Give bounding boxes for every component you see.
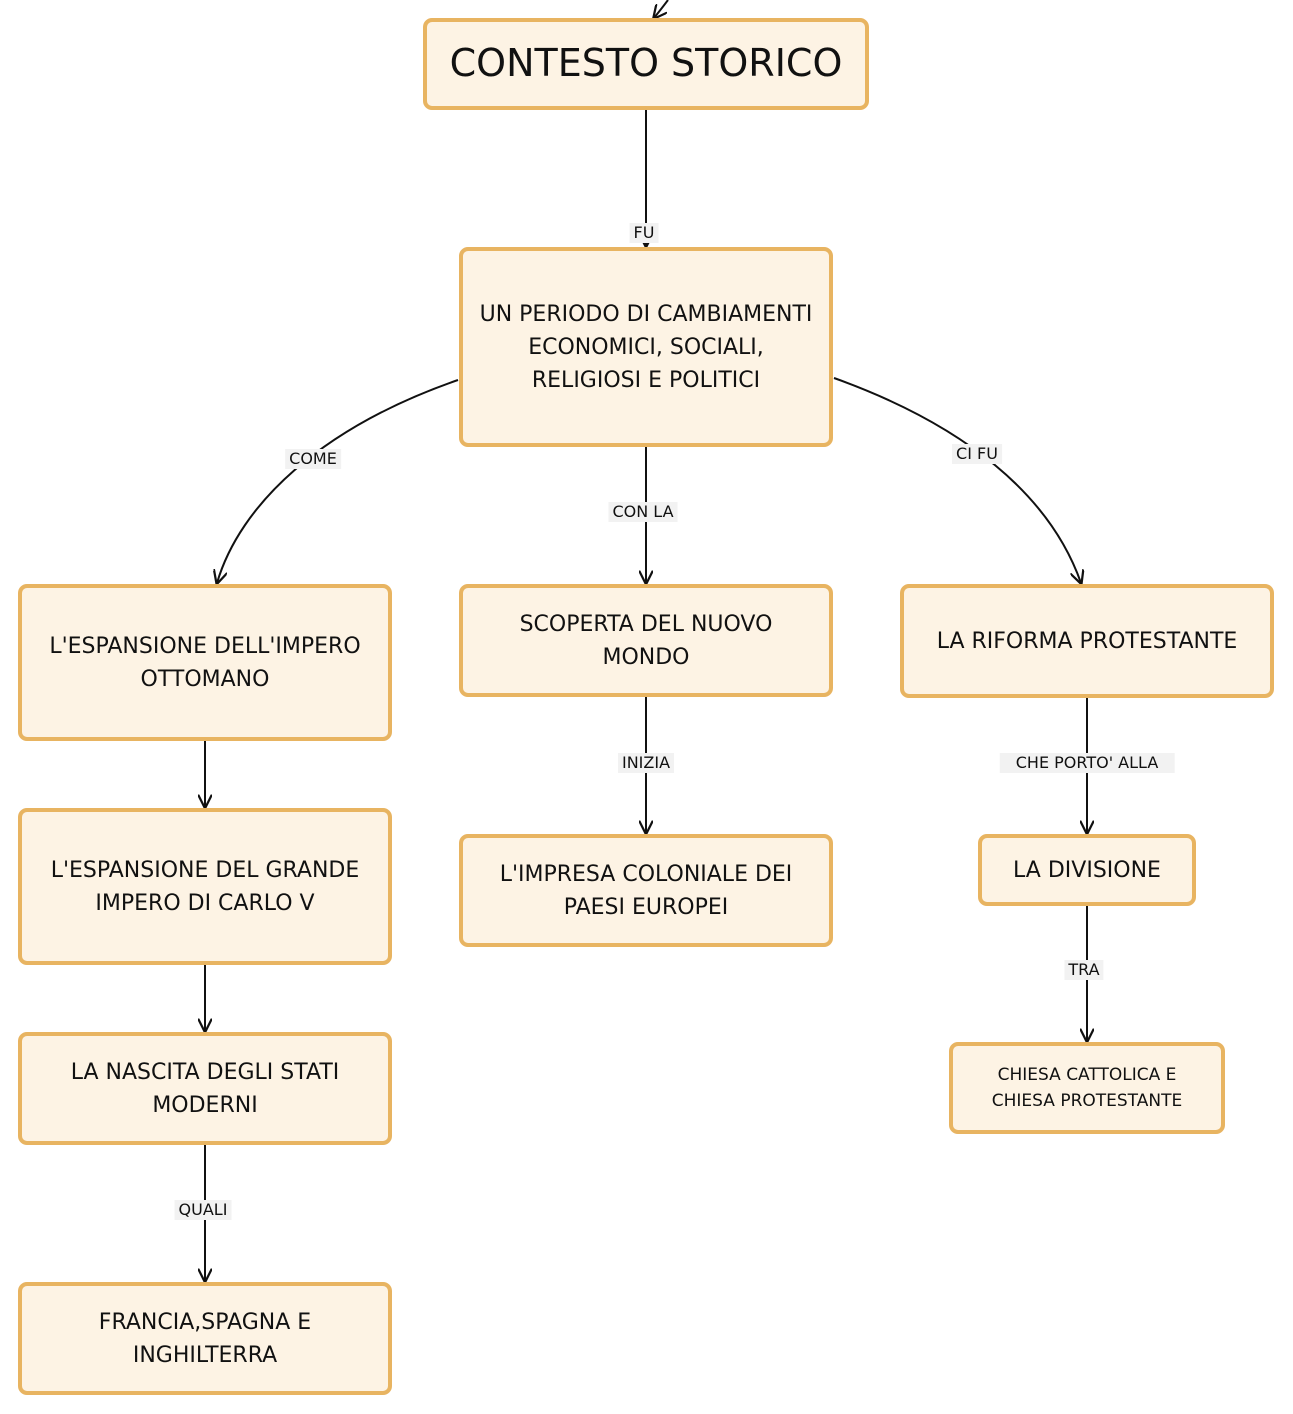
edge-label-quali: QUALI [174, 1200, 232, 1220]
node-impero-carlo-v[interactable]: L'ESPANSIONE DEL GRANDE IMPERO DI CARLO … [18, 808, 392, 965]
edge-label-che-porto: CHE PORTO' ALLA [999, 753, 1175, 773]
edge-label-come: COME [285, 449, 341, 469]
node-chiesa-cattolica-protestante[interactable]: CHIESA CATTOLICA E CHIESA PROTESTANTE [949, 1042, 1225, 1134]
edge-periodo-ottomano [217, 379, 459, 583]
edge-periodo-riforma [833, 377, 1081, 583]
node-contesto-storico[interactable]: CONTESTO STORICO [423, 18, 869, 110]
node-riforma-protestante[interactable]: LA RIFORMA PROTESTANTE [900, 584, 1274, 698]
node-periodo-cambiamenti[interactable]: UN PERIODO DI CAMBIAMENTI ECONOMICI, SOC… [459, 247, 833, 447]
edge-label-fu: FU [629, 223, 659, 243]
incoming-edge [654, 0, 669, 18]
node-nascita-stati-moderni[interactable]: LA NASCITA DEGLI STATI MODERNI [18, 1032, 392, 1145]
node-espansione-ottomano[interactable]: L'ESPANSIONE DELL'IMPERO OTTOMANO [18, 584, 392, 741]
node-scoperta-nuovo-mondo[interactable]: SCOPERTA DEL NUOVO MONDO [459, 584, 833, 697]
edge-label-inizia: INIZIA [617, 753, 675, 773]
node-impresa-coloniale[interactable]: L'IMPRESA COLONIALE DEI PAESI EUROPEI [459, 834, 833, 947]
edge-label-ci-fu: CI FU [952, 444, 1002, 464]
edge-label-tra: TRA [1064, 960, 1104, 980]
node-francia-spagna-inghilterra[interactable]: FRANCIA,SPAGNA E INGHILTERRA [18, 1282, 392, 1395]
edge-label-con-la: CON LA [608, 502, 678, 522]
node-la-divisione[interactable]: LA DIVISIONE [978, 834, 1196, 906]
